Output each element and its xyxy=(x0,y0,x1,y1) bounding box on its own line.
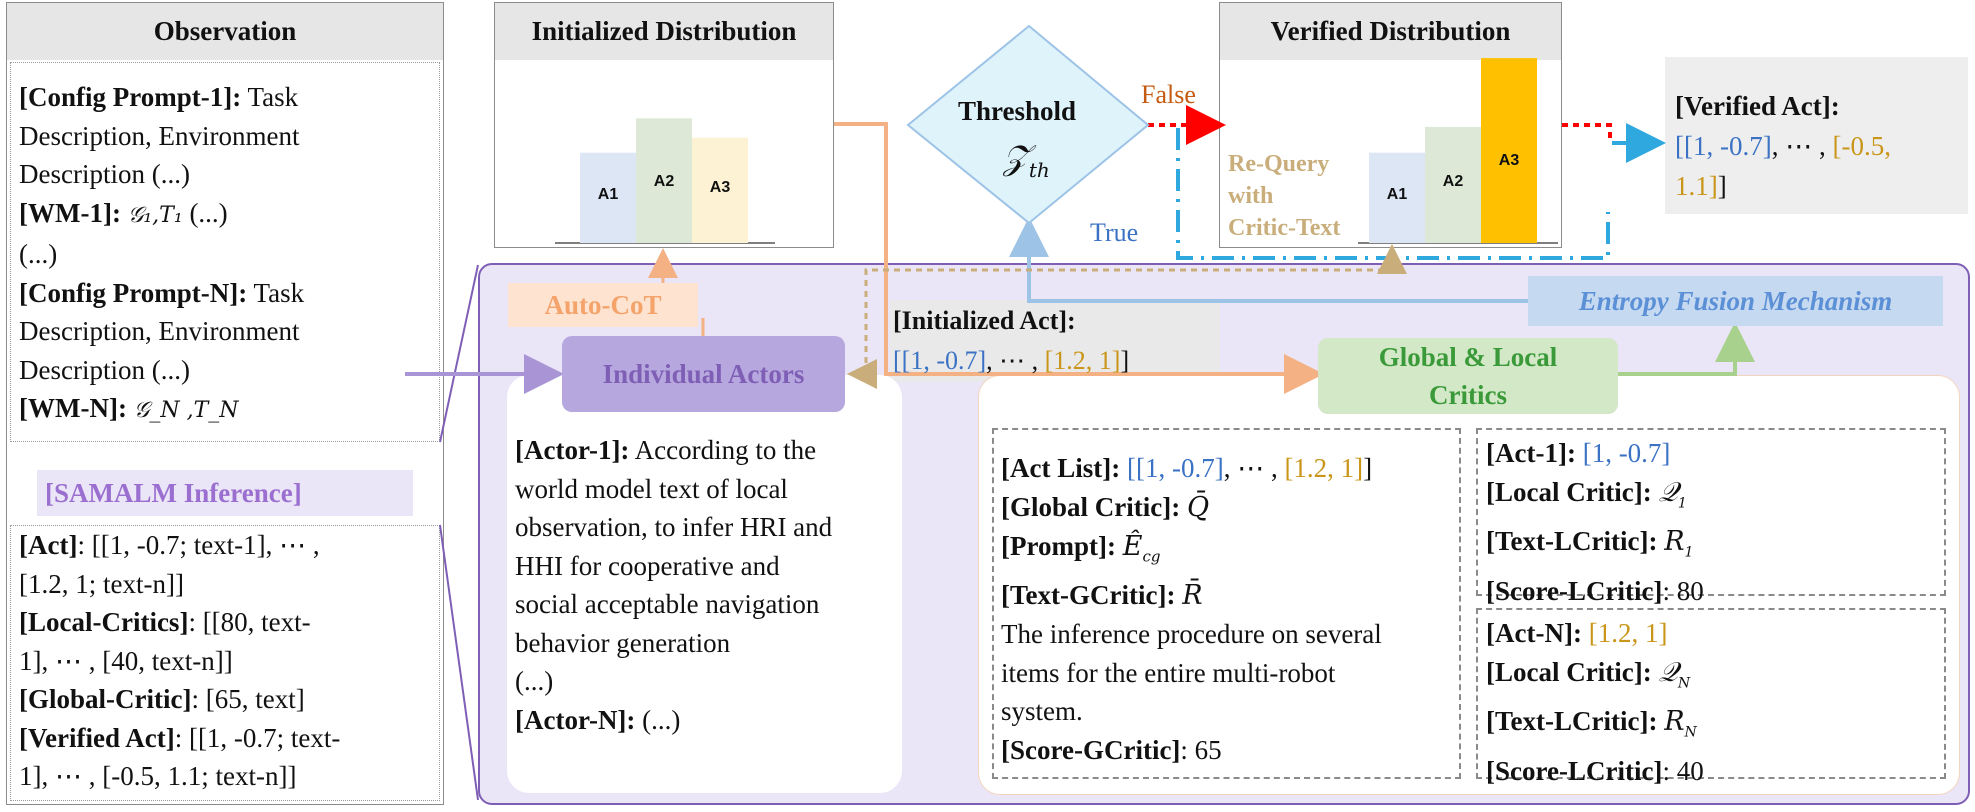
wm-n-label: [WM-N]: xyxy=(19,393,127,423)
individual-actors-box: Individual Actors xyxy=(562,336,845,412)
initialized-act-box xyxy=(890,300,1220,382)
samalm-inner-box xyxy=(10,525,440,801)
initialized-distribution-bars xyxy=(580,118,748,243)
ver-bar-label-a1: A1 xyxy=(1386,186,1408,203)
wm-1-label: [WM-1]: xyxy=(19,197,121,228)
local-critic-1-box xyxy=(1476,428,1946,596)
actors-panel xyxy=(507,375,902,793)
global-local-critics-box: Global & Local Critics xyxy=(1318,338,1618,414)
threshold-label: Threshold xyxy=(958,96,1077,126)
init-bar-a2 xyxy=(636,118,692,243)
init-bar-label-a3: A3 xyxy=(709,179,731,196)
verified-act-content: [Verified Act]: [[1, -0.7], ⋯ , [-0.5, 1… xyxy=(1675,91,1891,201)
verified-distribution-title: Verified Distribution xyxy=(1220,3,1561,60)
initialized-act-content: [Initialized Act]: [[1, -0.7], ⋯ , [1.2,… xyxy=(893,306,1130,375)
false-label: False xyxy=(1141,80,1196,109)
auto-cot-box: Auto-CoT xyxy=(508,283,698,327)
samalm-inference-label: [SAMALM Inference] xyxy=(37,470,413,516)
verified-bar-a2 xyxy=(1425,126,1481,243)
threshold-symbol: 𝒵th xyxy=(1003,138,1050,182)
initialized-distribution-title: Initialized Distribution xyxy=(495,3,833,60)
critics-panel xyxy=(978,375,1960,795)
actors-content: [Actor-1]: According to the world model … xyxy=(515,435,833,735)
verified-act-box xyxy=(1665,57,1968,214)
observation-content: [Config Prompt-1]: Task Description, Env… xyxy=(19,82,305,423)
global-critic-box xyxy=(992,428,1461,779)
entropy-fusion-box: Entropy Fusion Mechanism xyxy=(1528,276,1943,326)
observation-panel xyxy=(6,2,444,805)
config-prompt-1-label: [Config Prompt-1]: xyxy=(19,82,242,112)
threshold-diamond xyxy=(906,24,1150,225)
verified-bar-a3 xyxy=(1481,58,1537,243)
ver-bar-label-a3: A3 xyxy=(1498,152,1520,169)
requery-label: Re-Query with Critic-Text xyxy=(1228,151,1341,241)
init-bar-label-a2: A2 xyxy=(653,173,675,190)
init-bar-a1 xyxy=(580,152,636,243)
verified-bar-a1 xyxy=(1369,152,1425,243)
config-prompt-n-label: [Config Prompt-N]: xyxy=(19,277,248,308)
init-bar-label-a1: A1 xyxy=(597,186,619,203)
local-critic-1-content: [Act-1]: [1, -0.7] [Local Critic]: 𝒬1 [T… xyxy=(1486,438,1704,607)
observation-inner-box xyxy=(10,62,440,442)
samalm-content: [Act]: [[1, -0.7; text-1], ⋯ , [1.2, 1; … xyxy=(19,530,341,791)
observation-title: Observation xyxy=(7,3,443,60)
global-critic-content: [Act List]: [[1, -0.7], ⋯ , [1.2, 1]] [G… xyxy=(1001,453,1382,765)
verified-distribution-bars xyxy=(1369,58,1537,243)
init-bar-a3 xyxy=(692,137,748,243)
ver-bar-label-a2: A2 xyxy=(1442,173,1464,190)
local-critic-n-content: [Act-N]: [1.2, 1] [Local Critic]: 𝒬N [Te… xyxy=(1486,618,1704,787)
local-critic-n-box xyxy=(1476,608,1946,779)
true-label: True xyxy=(1090,218,1139,247)
